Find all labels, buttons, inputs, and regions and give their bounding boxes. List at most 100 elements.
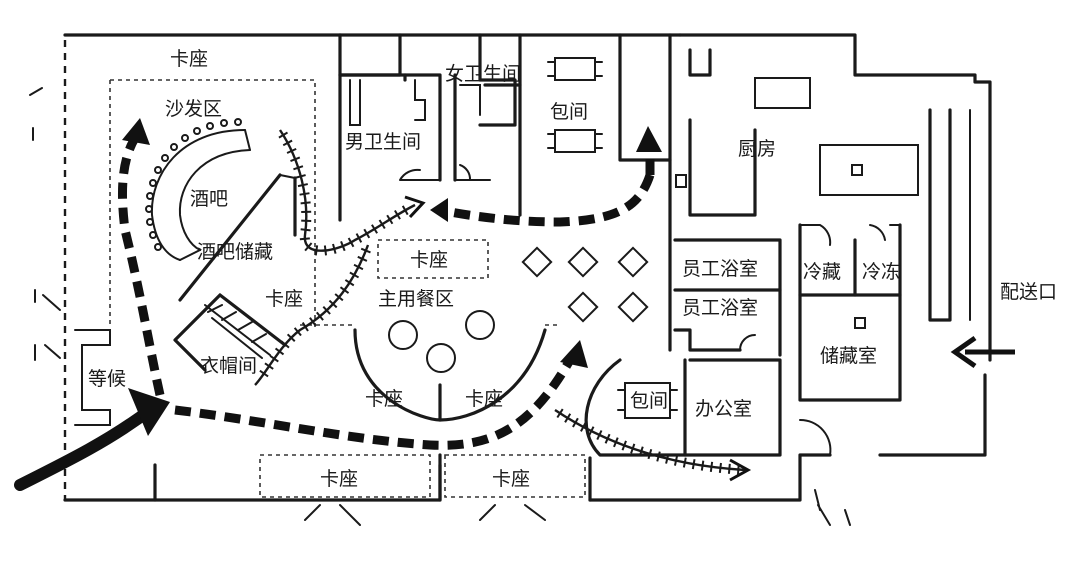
staff-flow-tick: [286, 333, 296, 342]
office-label: 办公室: [695, 398, 752, 420]
delivery-label: 配送口: [1000, 281, 1057, 303]
booth-bottom-right-label: 卡座: [492, 468, 530, 490]
staff-flow-tick: [274, 347, 285, 356]
staff-flow-tick: [295, 174, 306, 179]
staff-flow-tick: [280, 340, 290, 349]
staff-flow-tick: [357, 255, 368, 262]
staff-flow-tick: [334, 293, 344, 302]
staff-flow-tick: [304, 242, 313, 252]
storage-zone: 冷藏 冷冻 储藏室: [798, 223, 902, 402]
bottom-booths: 卡座 卡座: [259, 453, 586, 526]
staff-flow-tick: [286, 147, 297, 154]
staff-flow-tick: [638, 446, 644, 457]
staff-flow-tick: [339, 286, 350, 294]
staff-flow-tick: [401, 205, 409, 216]
staff-flow-tick: [656, 451, 661, 462]
staff-flow-tick: [691, 459, 696, 470]
booth-bottom-left-label: 卡座: [320, 468, 358, 490]
staff-flow-tick: [355, 233, 363, 243]
staff-flow-tick: [290, 156, 301, 162]
square-tables: [521, 246, 649, 323]
mens-wc-label: 男卫生间: [345, 131, 421, 153]
staff-flow-tick: [682, 457, 687, 468]
staff-flow-tick: [293, 327, 302, 337]
bar-stools: [145, 118, 242, 251]
staff-flow-tick: [596, 430, 603, 440]
staff-flow-tick: [322, 305, 331, 315]
staff-bath-1-label: 员工浴室: [682, 258, 758, 280]
staff-flow-tick: [347, 237, 355, 248]
cold-storage-label: 冷藏: [803, 261, 841, 283]
staff-flow-tick: [299, 237, 310, 241]
storage-room-label: 储藏室: [820, 345, 877, 367]
staff-flow-tick: [309, 317, 317, 327]
staff-flow-tick: [371, 224, 378, 234]
staff-flow-tick: [588, 426, 595, 437]
side-door-marks: [29, 87, 61, 361]
staff-flow-tick: [297, 183, 308, 188]
staff-flow-tick: [269, 355, 279, 363]
staff-flow-tick: [647, 448, 653, 460]
staff-flow-tick: [572, 417, 579, 428]
private-room-bottom-label: 包间: [630, 390, 668, 412]
waiting-label: 等候: [88, 368, 126, 390]
service-door-mark: [814, 489, 851, 526]
private-room-top-label: 包间: [550, 101, 588, 123]
staff-baths: 员工浴室 员工浴室: [673, 238, 782, 357]
exterior-walls: [63, 33, 992, 502]
staff-flow-tick: [353, 263, 364, 271]
staff-flow-tick: [673, 455, 679, 466]
staff-flow-tick: [378, 219, 386, 230]
staff-flow-tick: [282, 139, 293, 147]
staff-flow-tick: [727, 463, 731, 474]
staff-flow-tick: [264, 362, 274, 370]
staff-flow-tick: [323, 245, 328, 256]
waiting-area: 等候: [74, 329, 126, 426]
staff-flow-tick: [300, 228, 311, 232]
booth-arc-right-label: 卡座: [465, 388, 503, 410]
staff-flow-tick: [621, 440, 627, 451]
staff-flow-tick: [564, 413, 572, 423]
staff-flow-tick: [394, 209, 401, 220]
staff-flow-tick: [316, 311, 324, 321]
staff-flow-tick: [299, 192, 310, 196]
staff-flow-tick: [630, 443, 636, 454]
staff-bath-2-label: 员工浴室: [682, 297, 758, 319]
restrooms: 男卫生间 女卫生间: [338, 33, 522, 222]
staff-flow-tick: [709, 461, 714, 472]
freezer-label: 冷冻: [862, 261, 900, 283]
kitchen-zone: 厨房: [668, 33, 971, 352]
staff-flow-tick: [259, 369, 269, 378]
staff-flow-tick: [332, 243, 337, 254]
staff-flow-tick: [718, 462, 722, 474]
staff-flow-ticks: [259, 131, 740, 475]
staff-flow-tick: [580, 422, 587, 432]
staff-flow-tick: [360, 247, 371, 254]
staff-flow-tick: [340, 241, 346, 252]
sofa-area-label: 沙发区: [165, 98, 222, 120]
bar-zone: 卡座 沙发区 酒吧 酒吧储藏 卡座: [109, 48, 316, 377]
booth-top-label: 卡座: [170, 48, 208, 70]
booth-left-label: 卡座: [265, 288, 303, 310]
staff-flow-tick: [386, 214, 394, 225]
staff-flow-tick: [278, 131, 289, 139]
staff-flow-tick: [293, 165, 304, 171]
staff-flow-tick: [613, 437, 619, 448]
staff-flow-paths: [254, 129, 752, 482]
staff-flow-tick: [328, 299, 338, 309]
delivery-zone: 配送口: [950, 281, 1057, 369]
staff-flow-tick: [300, 201, 311, 205]
booth-center-label: 卡座: [410, 249, 448, 271]
staff-flow-tick: [700, 460, 705, 471]
main-dining: 卡座 主用餐区 卡座 卡座: [300, 239, 649, 422]
kitchen-label: 厨房: [738, 138, 776, 160]
customer-flow-paths: [14, 118, 662, 491]
staff-flow-tick: [556, 408, 564, 419]
staff-flow-tick: [665, 453, 670, 464]
booth-arc-left-label: 卡座: [365, 388, 403, 410]
bar-label: 酒吧: [190, 188, 228, 210]
bar-storage-label: 酒吧储藏: [197, 241, 273, 263]
staff-flow-tick: [314, 245, 319, 256]
womens-wc-label: 女卫生间: [445, 63, 521, 85]
